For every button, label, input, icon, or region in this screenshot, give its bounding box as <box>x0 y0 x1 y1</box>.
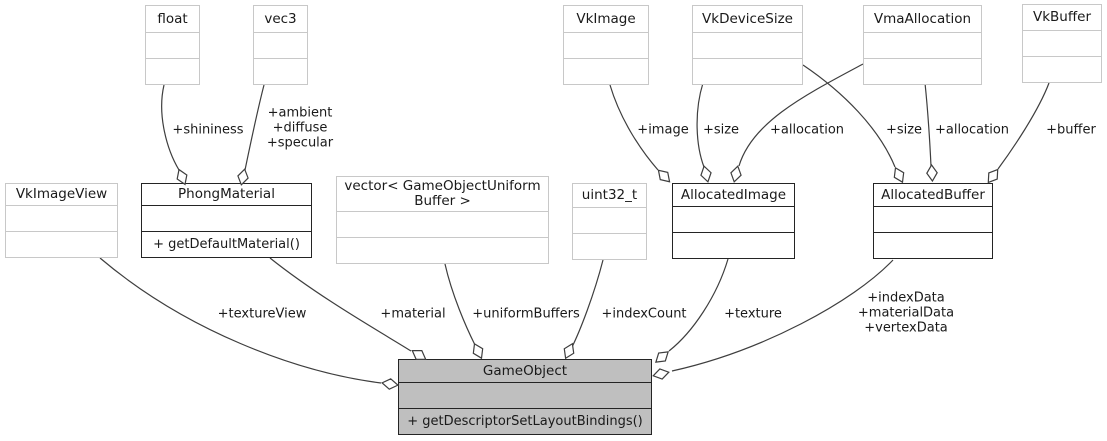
empty-compartment <box>337 237 548 263</box>
empty-compartment <box>864 58 981 84</box>
class-node-uint32-t: uint32_t <box>572 183 647 260</box>
class-name-label: vec3 <box>264 10 297 27</box>
empty-compartment <box>6 231 117 257</box>
aggregation-diamond-image <box>657 169 671 183</box>
edge-label-size-image: +size <box>702 122 740 138</box>
edge-label-allocation-image: +allocation <box>769 122 845 138</box>
class-node-allocatedbuffer[interactable]: AllocatedBuffer <box>873 183 993 259</box>
edge-indexdata-materialdata-vertexdata <box>671 259 894 372</box>
class-name-label: float <box>157 10 188 27</box>
class-name-label: VkDeviceSize <box>702 10 793 27</box>
class-name-label: VkBuffer <box>1032 9 1092 25</box>
edge-label-texture: +texture <box>724 306 782 322</box>
edge-label-material: +material <box>380 306 446 322</box>
aggregation-diamond-allocation-image <box>730 165 742 183</box>
class-node-float: float <box>145 5 200 85</box>
empty-compartment <box>573 207 646 233</box>
method-compartment: + getDefaultMaterial() <box>142 231 311 257</box>
empty-compartment <box>874 206 992 232</box>
class-node-gameobject: GameObject + getDescriptorSetLayoutBindin… <box>398 359 652 435</box>
class-name-label: PhongMaterial <box>178 186 275 202</box>
empty-compartment <box>337 211 548 237</box>
edge-image <box>609 84 659 171</box>
class-node-vkimageview: VkImageView <box>5 183 118 258</box>
aggregation-diamond-indexcount <box>563 342 575 360</box>
aggregation-diamond-textureview <box>380 378 400 390</box>
edge-label-textureview: +textureView <box>217 306 307 322</box>
empty-compartment <box>254 32 307 58</box>
edge-label-indexcount: +indexCount <box>601 306 687 322</box>
empty-compartment <box>673 206 794 232</box>
class-name-label: AllocatedBuffer <box>881 186 985 203</box>
edge-indexcount <box>571 259 604 348</box>
edge-shininess <box>161 84 180 171</box>
empty-compartment <box>564 58 648 84</box>
class-node-vec3: vec3 <box>253 5 308 85</box>
empty-compartment <box>1023 56 1101 82</box>
empty-compartment <box>693 32 802 58</box>
empty-compartment <box>6 205 117 231</box>
method-compartment: + getDescriptorSetLayoutBindings() <box>399 408 651 434</box>
empty-compartment <box>693 58 802 84</box>
class-name-label: GameObject <box>482 362 568 379</box>
edge-label-shininess: +shininess <box>172 122 244 138</box>
class-name-label: vector< GameObjectUniform Buffer > <box>344 178 541 209</box>
class-name-label: VkImage <box>576 10 636 27</box>
edge-label-buffer: +buffer <box>1046 122 1096 138</box>
edge-label-ambient-diffuse-specular: +ambient +diffuse +specular <box>266 105 334 151</box>
class-node-vkimage: VkImage <box>563 5 649 85</box>
edge-ambient-diffuse-specular <box>244 84 265 171</box>
edge-label-size-buffer: +size <box>885 122 923 138</box>
edge-size-image <box>696 82 705 168</box>
class-node-vkbuffer: VkBuffer <box>1022 4 1102 83</box>
empty-compartment <box>673 232 794 258</box>
aggregation-diamond-texture <box>655 351 669 363</box>
empty-compartment <box>864 32 981 58</box>
empty-compartment <box>564 32 648 58</box>
class-name-label: VkImageView <box>15 186 108 202</box>
class-node-allocatedimage[interactable]: AllocatedImage <box>672 183 795 259</box>
edge-label-indexdata-materialdata-vertexdata: +indexData +materialData +vertexData <box>857 290 955 336</box>
aggregation-diamond-size-buffer <box>893 166 905 184</box>
aggregation-diamond-indexdata-materialdata-vertexdata <box>652 368 670 380</box>
class-node-vkdevicesize: VkDeviceSize <box>692 5 803 85</box>
aggregation-diamond-allocation-buffer <box>926 163 938 183</box>
empty-compartment <box>573 233 646 259</box>
class-node-phongmaterial[interactable]: PhongMaterial + getDefaultMaterial() <box>141 183 312 258</box>
edge-texture <box>668 258 729 352</box>
class-node-vector-gameobjectuniformbuffer: vector< GameObjectUniform Buffer > <box>336 176 549 264</box>
empty-compartment <box>146 32 199 58</box>
edge-label-uniformbuffers: +uniformBuffers <box>472 306 580 322</box>
edge-material <box>269 257 412 352</box>
empty-compartment <box>1023 30 1101 56</box>
empty-compartment <box>254 58 307 84</box>
empty-compartment <box>874 232 992 258</box>
edge-allocation-buffer <box>924 82 932 167</box>
aggregation-diamond-uniformbuffers <box>472 342 484 360</box>
edge-textureview <box>99 257 382 384</box>
class-name-label: VmaAllocation <box>873 10 972 27</box>
empty-compartment <box>399 382 651 408</box>
class-name-label: uint32_t <box>581 187 638 203</box>
aggregation-diamond-size-image <box>700 165 712 183</box>
edge-uniformbuffers <box>444 263 476 346</box>
empty-compartment <box>146 58 199 84</box>
edge-buffer <box>997 82 1050 170</box>
edge-label-allocation-buffer: +allocation <box>934 122 1010 138</box>
class-name-label: AllocatedImage <box>680 186 787 203</box>
empty-compartment <box>142 205 311 231</box>
edge-label-image: +image <box>637 122 689 138</box>
class-node-vmaallocation: VmaAllocation <box>863 5 982 85</box>
